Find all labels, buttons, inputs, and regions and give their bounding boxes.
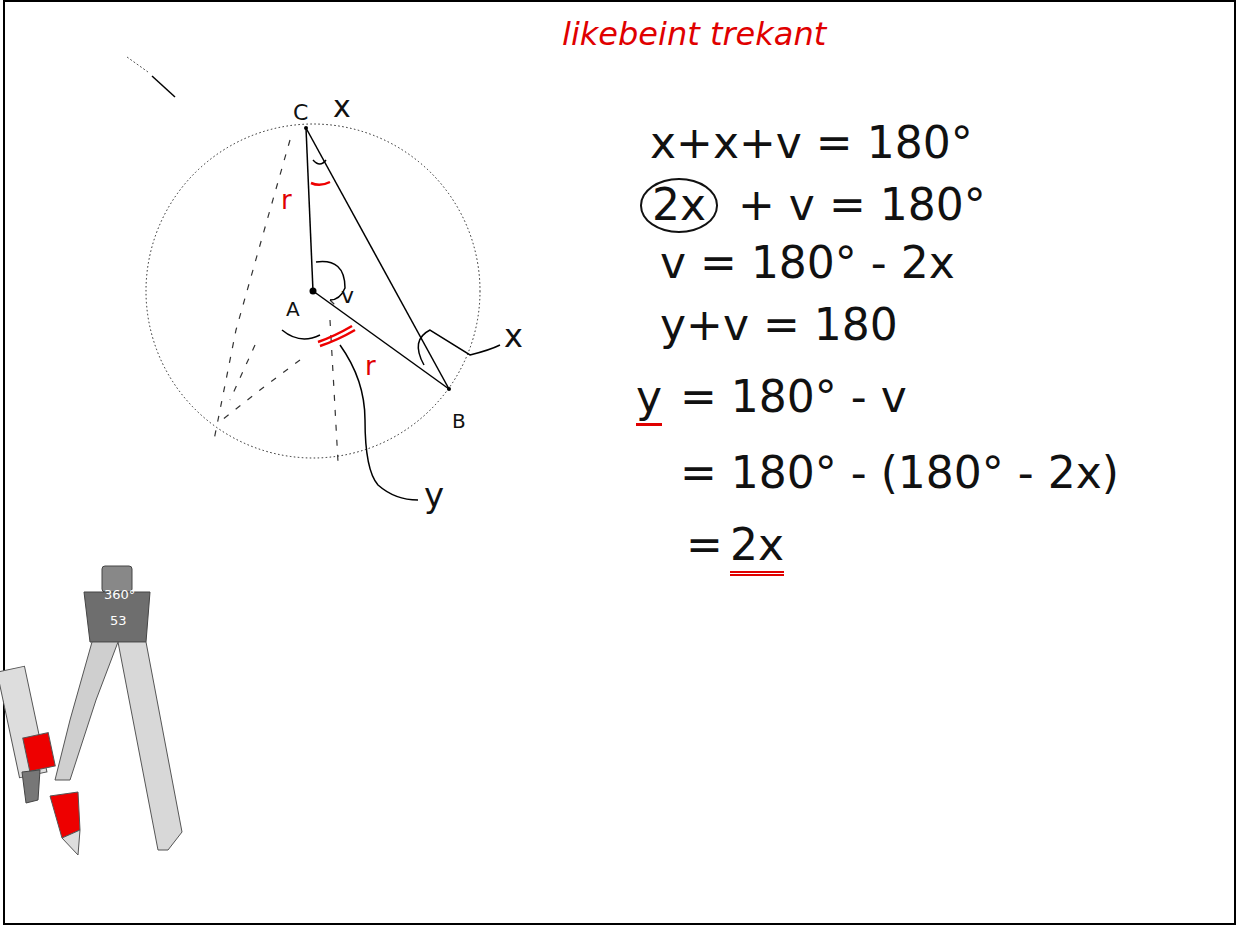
equation-result: 2x bbox=[730, 520, 784, 576]
circle bbox=[146, 124, 480, 458]
angle-label: y bbox=[424, 476, 444, 515]
angle-arc-y bbox=[282, 330, 320, 339]
equation-term: 2x bbox=[640, 178, 718, 233]
radius-label: r bbox=[365, 352, 376, 382]
radius-ac bbox=[306, 128, 313, 291]
equation: = 180° - v bbox=[680, 372, 907, 423]
radius-ab bbox=[313, 291, 449, 389]
point-label: A bbox=[286, 298, 300, 321]
equation: y+v = 180 bbox=[660, 300, 898, 351]
angle-mark bbox=[311, 182, 330, 185]
angle-arc-v bbox=[316, 262, 345, 300]
heading: likebeint trekant bbox=[562, 16, 826, 53]
leader-line bbox=[340, 345, 418, 500]
dial-text: 360° bbox=[104, 588, 135, 603]
leader-line bbox=[418, 330, 500, 365]
frame bbox=[4, 1, 1235, 924]
point-label: B bbox=[452, 410, 466, 433]
equation-term: y bbox=[636, 372, 662, 426]
angle-arc bbox=[313, 160, 326, 164]
sketch-lines bbox=[214, 140, 340, 462]
equation: = 180° - (180° - 2x) bbox=[680, 448, 1119, 499]
point-a bbox=[310, 288, 317, 295]
side-cb bbox=[306, 128, 449, 389]
sketch-line bbox=[152, 76, 175, 97]
compass-tool bbox=[0, 566, 182, 855]
dial-text: 53 bbox=[110, 614, 127, 629]
point-b bbox=[447, 387, 451, 391]
sketch-line bbox=[127, 57, 148, 72]
point-c bbox=[304, 126, 308, 130]
equation: x+x+v = 180° bbox=[650, 118, 973, 169]
angle-label: x bbox=[504, 318, 523, 355]
radius-label: r bbox=[281, 186, 292, 216]
equation: + v = 180° bbox=[738, 180, 986, 231]
point-label: C bbox=[293, 100, 308, 125]
equation: v = 180° - 2x bbox=[660, 238, 955, 289]
angle-mark bbox=[318, 326, 355, 346]
angle-label: v bbox=[341, 283, 354, 308]
angle-label: x bbox=[333, 90, 351, 125]
equation: = bbox=[686, 520, 723, 571]
